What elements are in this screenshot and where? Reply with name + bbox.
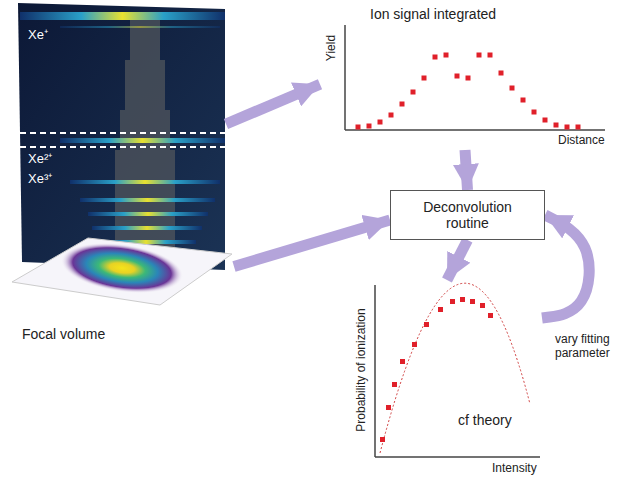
axis-label: Probability of ionization [355, 308, 369, 431]
data-point [532, 110, 537, 115]
focal-volume: Focal volume [12, 232, 234, 347]
data-point [543, 118, 548, 123]
data-point [386, 405, 391, 410]
data-point [422, 76, 427, 81]
box-label: Deconvolution routine [408, 199, 528, 231]
data-point [380, 437, 385, 442]
xe3-band [88, 212, 208, 216]
data-point [488, 53, 493, 58]
xe3-band [80, 198, 215, 202]
flow-arrow [447, 240, 468, 280]
data-point [400, 359, 405, 364]
ion-label: Xe³⁺ [28, 172, 52, 187]
data-point [389, 113, 394, 118]
faint-band [60, 26, 220, 28]
flow-arrow [465, 150, 468, 190]
data-point [356, 125, 361, 130]
data-point [450, 299, 455, 304]
edge-label: vary fitting parameter [555, 332, 621, 361]
data-point [444, 53, 449, 58]
data-point [412, 342, 417, 347]
y-axis [374, 285, 376, 457]
xe1-band [20, 12, 225, 20]
data-point [477, 53, 482, 58]
data-point [367, 124, 372, 129]
axis-label: Yield [325, 35, 339, 61]
chart-panel: Probability of ionizationIntensity cf the… [352, 280, 542, 476]
data-points [356, 53, 581, 130]
flow-arrow [226, 84, 320, 124]
chart-panel: Ion signal integratedYieldDistance [320, 4, 610, 150]
data-point [576, 125, 581, 130]
data-point [499, 71, 504, 76]
data-point [438, 307, 443, 312]
curve-label: cf theory [458, 412, 512, 428]
detector-image: Xe⁺ Xe²⁺ Xe³⁺ [18, 2, 226, 230]
gate-line [20, 146, 225, 148]
data-point [455, 74, 460, 79]
data-point [565, 125, 570, 130]
data-point [392, 382, 397, 387]
ion-label: Xe⁺ [28, 28, 48, 43]
data-point [400, 102, 405, 107]
x-axis [375, 456, 540, 458]
data-point [433, 55, 438, 60]
data-point [554, 123, 559, 128]
focal-spot [57, 236, 186, 301]
data-point [378, 120, 383, 125]
data-point [510, 86, 515, 91]
ion-yield-chart [345, 25, 605, 130]
data-point [470, 299, 475, 304]
y-axis [344, 25, 346, 130]
chart-title: Ion signal integrated [370, 6, 496, 22]
data-point [466, 76, 471, 81]
xe2-band [60, 138, 225, 143]
ion-label: Xe²⁺ [28, 152, 52, 167]
focal-volume-figure [12, 236, 232, 305]
data-point [480, 303, 485, 308]
caption-label: Focal volume [22, 326, 105, 342]
detector-image [18, 3, 225, 270]
data-point [460, 297, 465, 302]
ionization-chart [375, 283, 540, 457]
data-point [488, 313, 493, 318]
flow-arrow [542, 215, 589, 318]
gate-line [20, 132, 225, 134]
xe3-band [92, 226, 202, 230]
process-box: Deconvolution routine [390, 190, 545, 240]
axis-label: Distance [558, 134, 605, 148]
theory-curve [380, 283, 530, 453]
xe3-band [70, 180, 220, 184]
flow-arrow [234, 220, 390, 267]
data-point [424, 322, 429, 327]
detector-panel [18, 3, 225, 270]
axis-label: Intensity [492, 462, 537, 476]
data-point [411, 90, 416, 95]
data-point [521, 98, 526, 103]
